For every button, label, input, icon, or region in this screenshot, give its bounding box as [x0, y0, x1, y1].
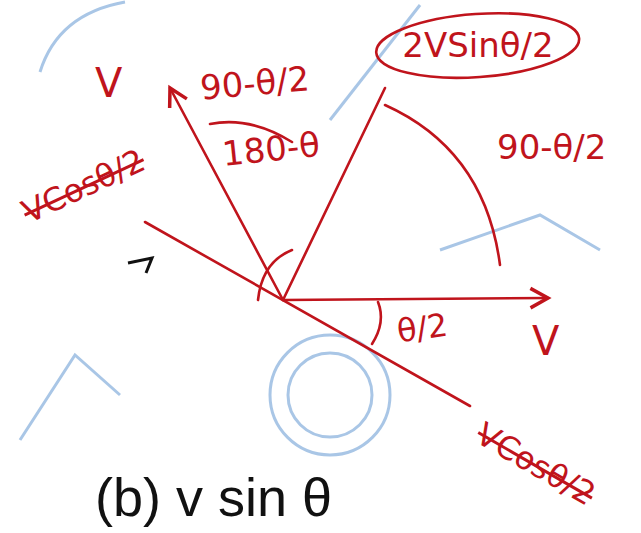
angle-arc	[258, 250, 292, 300]
watermark-ring	[288, 353, 372, 437]
watermark-stroke	[440, 215, 600, 250]
watermark-ring	[270, 335, 390, 455]
arrow-fragment	[128, 258, 152, 273]
angle-label: 180-θ	[220, 125, 322, 174]
watermark-outline	[20, 2, 600, 455]
angle-label: V	[95, 60, 122, 106]
result-label: 2VSinθ/2	[402, 26, 553, 65]
angle-label: θ/2	[395, 307, 450, 350]
red-annotations	[145, 88, 548, 406]
option-text: (b) v sin θ	[95, 466, 332, 528]
velocity-vector	[283, 298, 548, 300]
angle-arc	[385, 105, 500, 265]
watermark-stroke	[20, 355, 120, 440]
angle-label: V	[532, 318, 559, 364]
circled-result: 2VSinθ/2	[376, 14, 579, 77]
angle-label: 90-θ/2	[497, 128, 606, 167]
ellipse-shape	[374, 7, 581, 84]
resultant-line	[283, 88, 385, 300]
angle-arc	[372, 302, 381, 344]
angle-label: 90-θ/2	[199, 59, 311, 107]
struck-component: VCosθ/2	[470, 416, 602, 513]
struck-component: VCosθ/2	[16, 142, 150, 231]
